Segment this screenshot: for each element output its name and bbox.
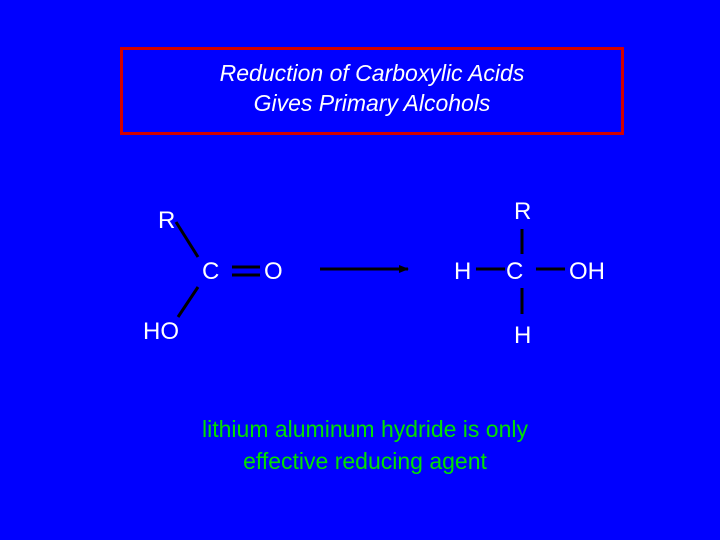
- product-r-label: R: [514, 198, 531, 225]
- product-h-bottom-label: H: [514, 322, 531, 349]
- reactant-c-oh-bond: [176, 286, 200, 318]
- caption-line-1: lithium aluminum hydride is only: [202, 416, 528, 442]
- caption-line-2: effective reducing agent: [243, 448, 487, 474]
- reactant-o-label: O: [264, 258, 283, 285]
- product-c-label: C: [506, 258, 523, 285]
- title-box: Reduction of Carboxylic Acids Gives Prim…: [120, 47, 624, 135]
- title-line-2: Gives Primary Alcohols: [253, 90, 491, 116]
- product-h-left-label: H: [454, 258, 471, 285]
- title-line-1: Reduction of Carboxylic Acids: [219, 60, 525, 86]
- reactant-r-c-bond: [174, 221, 200, 258]
- caption: lithium aluminum hydride is only effecti…: [100, 413, 630, 477]
- reactant-r-label: R: [158, 207, 175, 234]
- reactant-ho-label: HO: [143, 318, 179, 345]
- reactant-c-label: C: [202, 258, 219, 285]
- product-oh-label: OH: [569, 258, 605, 285]
